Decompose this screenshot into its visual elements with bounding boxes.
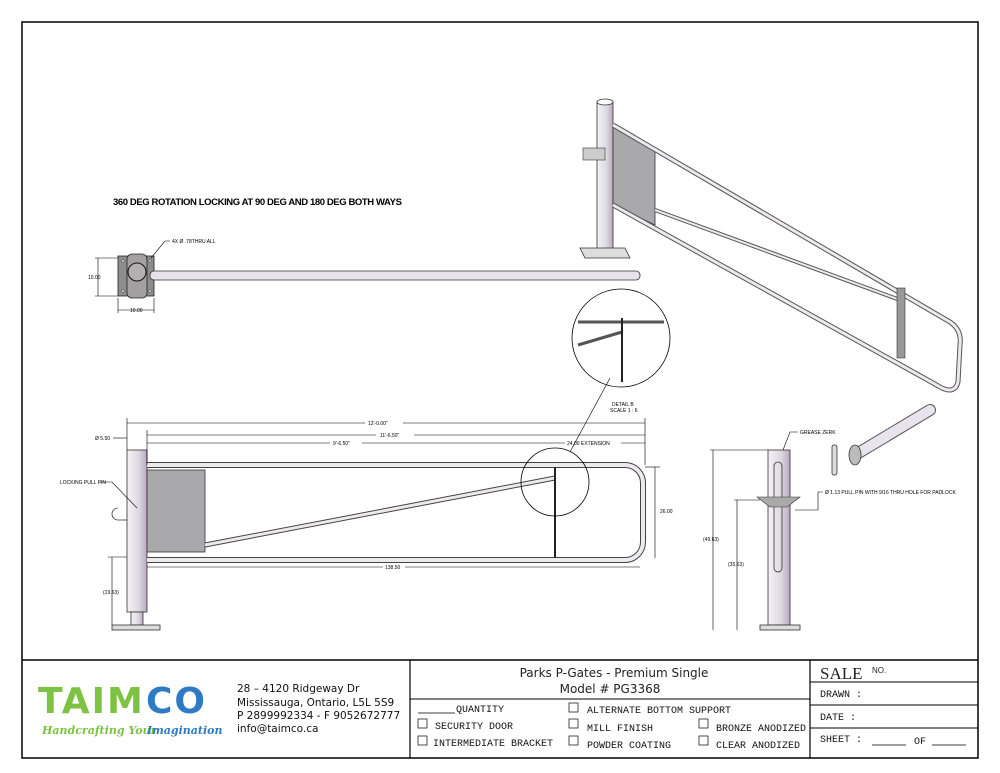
plate-height-dim: 10.00 [88, 275, 101, 281]
quantity-label: QUANTITY [456, 705, 504, 716]
logo-text-green: TAIM [38, 681, 145, 722]
plan-view: 4X Ø .78THRU ALL 10.00 10.00 [88, 239, 641, 314]
tagline-blue: Imagination [146, 724, 223, 737]
post-height-dim: (19.63) [103, 590, 119, 596]
pull-pin-label: LOCKING PULL PIN [60, 480, 106, 486]
gate-height-dim: 26.00 [660, 509, 673, 515]
rotation-note: 360 DEG ROTATION LOCKING AT 90 DEG AND 1… [113, 197, 402, 208]
date-label: DATE : [820, 713, 856, 724]
sheet-border [21, 21, 979, 759]
security-door-checkbox[interactable] [417, 718, 428, 729]
detail-name: DETAIL B [612, 402, 634, 408]
intermediate-bracket-checkbox[interactable] [417, 735, 428, 746]
title-block: TAIM CO Handcrafting Your Imagination 28… [22, 659, 978, 758]
rail-length-dim: 9'-6.50" [333, 441, 350, 447]
phone-fax: P 2899992334 - F 9052672777 [237, 710, 400, 722]
of-label: OF [914, 737, 926, 748]
clear-label: CLEAR ANODIZED [716, 741, 800, 752]
grease-zerk-label: GREASE ZERK [800, 430, 836, 436]
mill-finish-checkbox[interactable] [568, 718, 579, 729]
post-dia-dim: Ø 5.50 [95, 436, 110, 442]
powder-coating-label: POWDER COATING [587, 741, 671, 752]
pin-height-dim: (35.63) [728, 562, 744, 568]
total-height-dim: (49.63) [703, 537, 719, 543]
isometric-view [579, 98, 963, 393]
email: info@taimco.ca [237, 723, 318, 735]
gate-length-dim: 11'-6.50" [380, 433, 400, 439]
sale-no-label: NO. [872, 666, 886, 675]
bronze-label: BRONZE ANODIZED [716, 724, 806, 735]
sheet-label: SHEET : [820, 735, 862, 746]
sale-label: SALE [820, 664, 863, 683]
alt-bottom-label: ALTERNATE BOTTOM SUPPORT [587, 706, 731, 717]
bottom-length-dim: 138.50 [385, 565, 401, 571]
mill-finish-label: MILL FINISH [587, 724, 653, 735]
powder-coating-checkbox[interactable] [568, 735, 579, 746]
elevation-view: 12'-0.00" 11'-6.50" 9'-6.50" 24.00 EXTEN… [60, 377, 673, 631]
address-line-2: Mississauga, Ontario, L5L 5S9 [237, 697, 394, 709]
security-door-label: SECURITY DOOR [435, 722, 513, 733]
drawn-label: DRAWN : [820, 690, 862, 701]
extension-dim: 24.00 EXTENSION [567, 441, 610, 447]
model-number: Model # PG3368 [560, 682, 661, 696]
tagline-green: Handcrafting Your [41, 724, 158, 737]
alt-bottom-checkbox[interactable] [568, 702, 579, 713]
holes-label: 4X Ø .78THRU ALL [172, 239, 216, 245]
plate-width-dim: 10.00 [130, 308, 143, 314]
detail-b: DETAIL B SCALE 1 : 6 [571, 288, 671, 414]
detail-scale: SCALE 1 : 6 [610, 408, 638, 414]
overall-length-dim: 12'-0.00" [368, 421, 388, 427]
bronze-checkbox[interactable] [698, 718, 709, 729]
address-line-1: 28 – 4120 Ridgeway Dr [237, 683, 360, 695]
intermediate-bracket-label: INTERMEDIATE BRACKET [433, 739, 553, 750]
clear-checkbox[interactable] [698, 735, 709, 746]
logo-text-blue: CO [146, 681, 207, 722]
side-view: GREASE ZERK Ø 1.13 PULL PIN WITH 9/16 TH… [703, 404, 956, 631]
pull-pin-note: Ø 1.13 PULL PIN WITH 9/16 THRU HOLE FOR … [825, 490, 956, 496]
taimco-logo: TAIM CO Handcrafting Your Imagination [38, 681, 223, 737]
product-name: Parks P-Gates - Premium Single [520, 666, 709, 680]
